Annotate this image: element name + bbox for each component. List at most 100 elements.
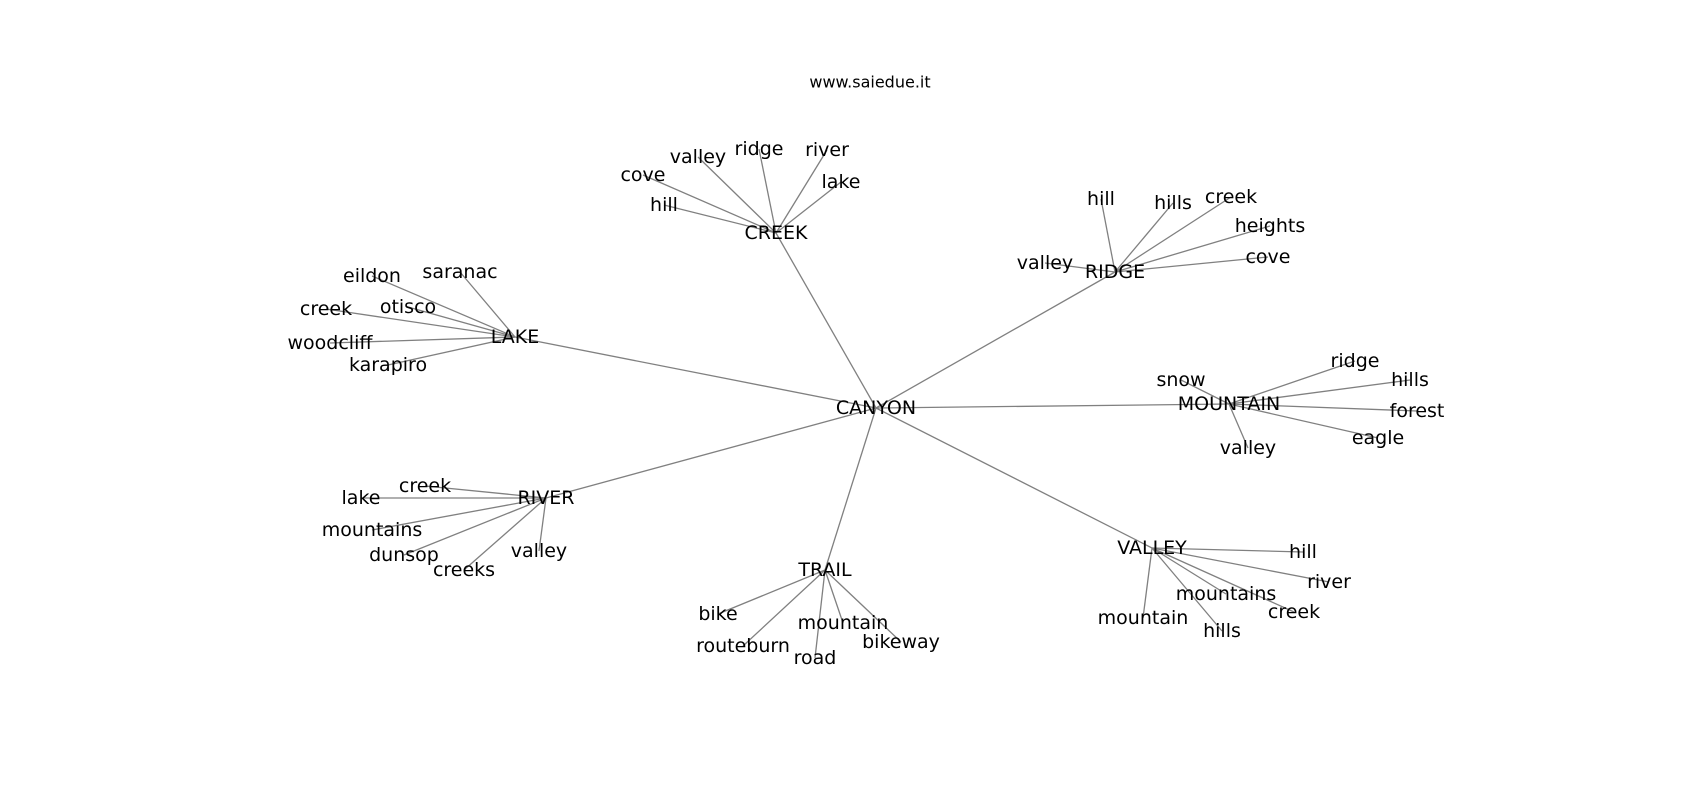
edge-mountain-valley xyxy=(1228,403,1249,449)
leaf-node-label-creek-hill: hill xyxy=(650,194,678,216)
leaf-node-label-ridge-hills: hills xyxy=(1154,192,1192,214)
edge-valley-mountain xyxy=(1142,547,1153,619)
edge-creek-valley xyxy=(697,156,777,234)
edge-valley-hill xyxy=(1151,547,1304,553)
edge-mountain-forest xyxy=(1228,403,1418,412)
edge-creek-ridge xyxy=(758,148,777,234)
edge-ridge-valley xyxy=(1044,262,1116,273)
leaf-node-label-lake-otisco: otisco xyxy=(380,296,436,318)
leaf-node-label-lake-saranac: saranac xyxy=(422,261,497,283)
leaf-node-label-ridge-hill: hill xyxy=(1087,188,1115,210)
edge-center-creek xyxy=(775,232,877,409)
edge-trail-road xyxy=(814,569,826,659)
edge-lake-woodcliff xyxy=(329,336,516,344)
edge-creek-river xyxy=(775,149,828,234)
edge-lake-creek xyxy=(325,308,516,338)
edge-trail-mountain xyxy=(824,569,844,624)
hub-node-label-mountain: MOUNTAIN xyxy=(1178,393,1280,415)
leaf-node-label-valley-river: river xyxy=(1307,571,1351,593)
edge-river-mountains xyxy=(371,497,547,531)
edge-creek-lake xyxy=(775,181,842,234)
leaf-node-label-mountain-snow: snow xyxy=(1156,369,1205,391)
edge-river-creek xyxy=(424,485,547,499)
leaf-node-label-creek-valley: valley xyxy=(670,146,726,168)
edge-creek-cove xyxy=(642,174,777,234)
leaf-node-label-mountain-forest: forest xyxy=(1390,400,1445,422)
edge-ridge-creek xyxy=(1114,196,1232,273)
edge-center-mountain xyxy=(875,403,1230,409)
hub-node-label-river: RIVER xyxy=(517,487,574,509)
leaf-node-label-valley-creek: creek xyxy=(1268,601,1320,623)
leaf-node-label-river-creek: creek xyxy=(399,475,451,497)
watermark-text: www.saiedue.it xyxy=(809,73,930,92)
leaf-node-label-river-valley: valley xyxy=(511,540,567,562)
leaf-node-label-trail-mountain: mountain xyxy=(798,612,889,634)
edge-center-lake xyxy=(514,336,877,409)
edge-center-ridge xyxy=(875,271,1116,409)
hub-node-label-lake: LAKE xyxy=(491,326,539,348)
leaf-node-label-mountain-eagle: eagle xyxy=(1352,427,1404,449)
leaf-node-label-trail-routeburn: routeburn xyxy=(696,635,790,657)
edge-lake-eildon xyxy=(371,275,516,338)
edge-creek-hill xyxy=(663,204,777,234)
hub-node-label-valley: VALLEY xyxy=(1117,537,1187,559)
leaf-node-label-valley-hills: hills xyxy=(1203,620,1241,642)
leaf-node-label-mountain-hills: hills xyxy=(1391,369,1429,391)
edge-mountain-snow xyxy=(1180,379,1230,405)
edge-center-river xyxy=(545,407,877,499)
leaf-node-label-lake-karapiro: karapiro xyxy=(349,354,427,376)
leaf-node-label-mountain-ridge: ridge xyxy=(1331,350,1380,372)
leaf-node-label-river-mountains: mountains xyxy=(322,519,423,541)
edge-center-trail xyxy=(824,407,877,571)
graph-edges xyxy=(325,148,1418,659)
leaf-node-label-trail-bikeway: bikeway xyxy=(862,631,940,653)
edge-valley-mountains xyxy=(1151,547,1227,595)
leaf-node-label-creek-cove: cove xyxy=(620,164,665,186)
leaf-node-label-lake-creek: creek xyxy=(300,298,352,320)
edge-mountain-hills xyxy=(1228,379,1411,405)
leaf-node-label-valley-mountain: mountain xyxy=(1098,607,1189,629)
leaf-node-label-lake-eildon: eildon xyxy=(343,265,401,287)
edge-trail-routeburn xyxy=(742,569,826,647)
hub-node-label-creek: CREEK xyxy=(745,222,808,244)
center-node-label: CANYON xyxy=(836,397,916,419)
edge-lake-saranac xyxy=(459,271,516,338)
edge-ridge-hills xyxy=(1114,202,1174,273)
edge-valley-creek xyxy=(1151,547,1295,613)
leaf-node-label-lake-woodcliff: woodcliff xyxy=(288,332,374,354)
edge-lake-otisco xyxy=(407,306,516,338)
leaf-node-label-river-dunsop: dunsop xyxy=(369,544,439,566)
leaf-node-label-trail-bike: bike xyxy=(698,603,737,625)
edge-river-creeks xyxy=(463,497,547,571)
leaf-node-label-ridge-creek: creek xyxy=(1205,186,1257,208)
edge-ridge-hill xyxy=(1100,198,1116,273)
edge-valley-hills xyxy=(1151,547,1223,632)
edge-mountain-ridge xyxy=(1228,360,1356,405)
edge-center-valley xyxy=(875,407,1153,549)
leaf-node-label-river-lake: lake xyxy=(342,487,381,509)
edge-river-valley xyxy=(538,497,547,552)
leaf-node-label-creek-river: river xyxy=(805,139,849,161)
leaf-node-label-creek-ridge: ridge xyxy=(735,138,784,160)
edge-mountain-eagle xyxy=(1228,403,1379,439)
leaf-node-label-river-creeks: creeks xyxy=(433,559,495,581)
leaf-node-label-valley-mountains: mountains xyxy=(1176,583,1277,605)
leaf-node-label-valley-hill: hill xyxy=(1289,541,1317,563)
edge-lake-karapiro xyxy=(387,336,516,366)
edge-river-dunsop xyxy=(403,497,547,556)
leaf-node-label-ridge-valley: valley xyxy=(1017,252,1073,274)
leaf-node-label-ridge-heights: heights xyxy=(1235,215,1305,237)
leaf-node-label-ridge-cove: cove xyxy=(1245,246,1290,268)
edge-trail-bike xyxy=(717,569,826,615)
edge-ridge-cove xyxy=(1114,256,1269,273)
leaf-node-label-mountain-valley: valley xyxy=(1220,437,1276,459)
hub-node-label-trail: TRAIL xyxy=(797,559,852,581)
leaf-node-label-creek-lake: lake xyxy=(822,171,861,193)
hub-node-label-ridge: RIDGE xyxy=(1085,261,1145,283)
edge-valley-river xyxy=(1151,547,1330,583)
edge-trail-bikeway xyxy=(824,569,902,643)
edge-ridge-heights xyxy=(1114,225,1271,273)
leaf-node-label-trail-road: road xyxy=(794,647,837,669)
